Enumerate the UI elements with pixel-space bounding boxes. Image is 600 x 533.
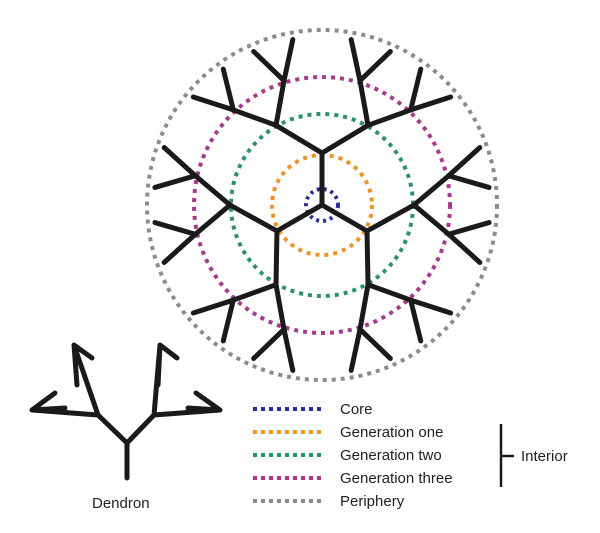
- generation-one-branch: [319, 122, 371, 156]
- generation-three-branch: [408, 297, 454, 316]
- legend-label-periphery: Periphery: [340, 493, 405, 510]
- generation-three-branch: [446, 173, 492, 190]
- generation-three-branch: [408, 297, 424, 344]
- generation-one-branch: [273, 122, 325, 156]
- generation-two-branch: [365, 282, 414, 303]
- dendrimer-branches: [152, 37, 492, 373]
- generation-one-branch: [273, 228, 280, 288]
- generation-two-branch: [357, 282, 371, 332]
- periphery-shell: [145, 28, 499, 382]
- generation-three-branch: [281, 326, 296, 373]
- generation-three-branch: [161, 231, 198, 265]
- interior-bracket: [499, 424, 514, 487]
- generation-two-branch: [357, 78, 371, 128]
- legend-label-generation-one: Generation one: [340, 424, 443, 441]
- generation-two-branch: [230, 282, 279, 303]
- generation-three-branch: [251, 326, 287, 361]
- generation-two-branch: [365, 107, 414, 128]
- dendron-structure: [29, 342, 223, 481]
- core-branch: [319, 202, 370, 234]
- generation-three-branch: [446, 145, 483, 179]
- dendron-label: Dendron: [92, 495, 150, 512]
- generation-two-branch: [411, 173, 452, 208]
- generation-three-branch: [357, 49, 393, 84]
- generation-three-branch: [348, 37, 363, 84]
- generation-one-branch: [227, 202, 280, 234]
- generation-three-branch: [220, 297, 236, 344]
- legend: Core Generation one Generation two Gener…: [253, 401, 568, 510]
- generation-two-branch: [273, 78, 287, 128]
- generation-three-branch: [281, 37, 296, 84]
- legend-label-core: Core: [340, 401, 373, 418]
- interior-label: Interior: [521, 448, 568, 465]
- generation-three-branch: [357, 326, 393, 361]
- generation-three-branch: [152, 173, 198, 190]
- generation-three-branch: [446, 220, 492, 237]
- generation-three-branch: [190, 94, 236, 113]
- generation-two-branch: [192, 202, 233, 237]
- generation-three-branch: [408, 66, 424, 113]
- generation-three-branch: [408, 94, 454, 113]
- generation-three-branch: [348, 326, 363, 373]
- generation-one-branch: [364, 228, 371, 288]
- dendron-branches: [29, 342, 223, 481]
- legend-label-generation-three: Generation three: [340, 470, 453, 487]
- generation-three-branch: [446, 231, 483, 265]
- generation-three-branch: [190, 297, 236, 316]
- core-branch: [274, 202, 325, 234]
- generation-three-branch: [251, 49, 287, 84]
- generation-three-branch: [152, 220, 198, 237]
- generation-two-branch: [273, 282, 287, 332]
- generation-three-shell: [192, 75, 452, 335]
- legend-label-generation-two: Generation two: [340, 447, 442, 464]
- generation-two-branch: [230, 107, 279, 128]
- generation-two-branch: [192, 173, 233, 208]
- core-shell: [304, 187, 340, 223]
- generation-one-branch: [364, 202, 417, 234]
- generation-three-branch: [220, 66, 236, 113]
- generation-three-branch: [161, 145, 198, 179]
- generation-two-branch: [411, 202, 452, 237]
